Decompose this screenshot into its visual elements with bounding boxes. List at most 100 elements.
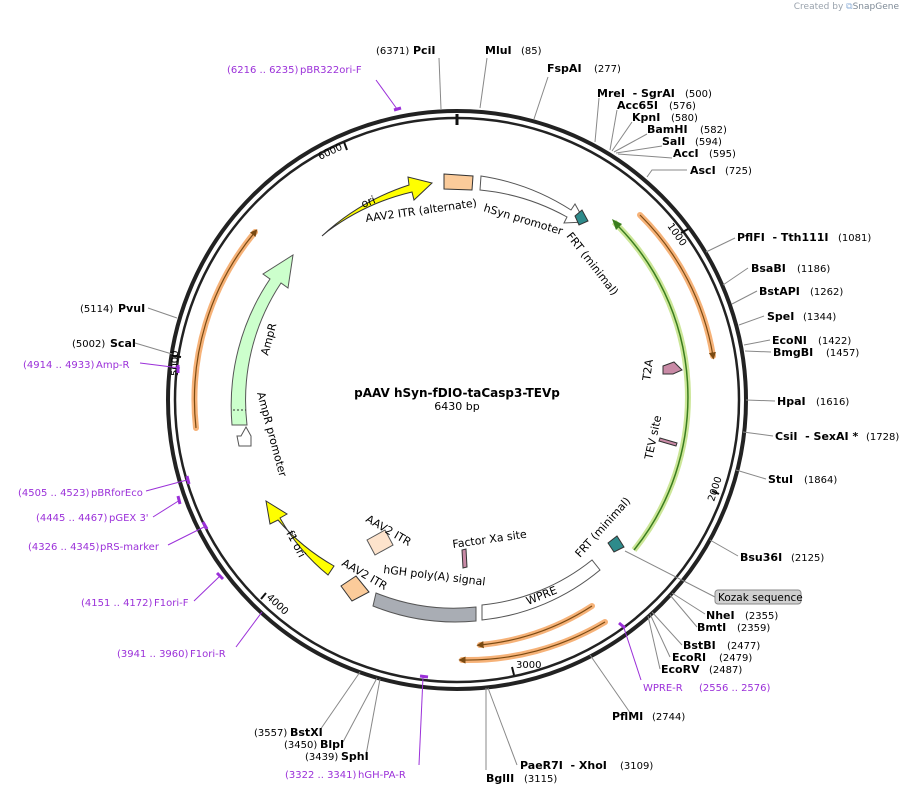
primer-name-hgh: hGH-PA-R — [358, 770, 406, 781]
site-name-bmti: BmtI — [697, 621, 726, 634]
leader-ecorv — [647, 615, 661, 670]
site-name-bstapi: BstAPI — [759, 285, 800, 298]
site-labels: (6371) PciI MluI (85) FspAI (277) MreI -… — [72, 44, 899, 785]
site-pos-asci: (725) — [725, 166, 752, 177]
primer-leader-pbr322ori — [375, 79, 398, 110]
tick-label-4000: 4000 — [264, 592, 290, 617]
leader-mlui — [479, 57, 488, 109]
feature-aav2-itr-lower — [340, 575, 370, 602]
feature-hsyn-promoter — [479, 175, 586, 224]
tick-4000 — [260, 592, 267, 600]
site-pos-sali: (594) — [695, 137, 722, 148]
feature-label-ampr: AmpR — [258, 321, 279, 356]
site-leaders — [134, 57, 776, 770]
insert-arrowhead-icon — [612, 219, 622, 230]
site-pos-sphi: (3439) — [305, 752, 338, 763]
feature-label-frt-top: FRT (minimal) — [564, 230, 621, 298]
tick-1000 — [680, 228, 689, 234]
feature-factor-xa-site — [461, 548, 468, 569]
leader-bsu36i — [709, 539, 739, 557]
orf-reverse-bottom-2-line — [458, 621, 606, 664]
primer-range-amp-r: (4914 .. 4933) — [23, 360, 95, 371]
site-pos-pflmi: (2744) — [652, 712, 685, 723]
site-name-sphi: SphI — [341, 750, 369, 763]
leader-stui — [735, 469, 767, 480]
site-pos-ecori: (2479) — [719, 653, 752, 664]
primer-mark-pbrforeco — [185, 475, 191, 485]
orf-reverse-bottom-1-line — [476, 605, 593, 649]
leader-asci — [646, 169, 687, 178]
leader-bmgbi — [744, 350, 772, 353]
site-pos-mlui: (85) — [521, 46, 542, 57]
primer-leader-ampr — [139, 362, 181, 369]
site-pos-paer7i-xhoi: (3109) — [620, 761, 653, 772]
site-name-csii-sexai: CsiI - SexAI * — [775, 430, 858, 443]
primer-name-f1ori-f: F1ori-F — [154, 598, 189, 609]
feature-aav2-itr-alt — [443, 173, 474, 191]
site-pos-econi: (1422) — [818, 336, 851, 347]
site-pos-spei: (1344) — [803, 312, 836, 323]
primer-range-wpre: (2556 .. 2576) — [699, 683, 771, 694]
leader-blpi — [342, 677, 378, 743]
site-pos-pvui: (5114) — [80, 304, 113, 315]
feature-ori — [321, 176, 434, 237]
primer-leader-pgex — [152, 499, 181, 518]
primer-name-amp-r: Amp-R — [96, 360, 130, 371]
site-name-paer7i-xhoi: PaeR7I - XhoI — [520, 759, 607, 772]
leader-pcii — [438, 57, 442, 110]
primer-name-wpre: WPRE-R — [643, 683, 683, 694]
kozak-label: Kozak sequence — [718, 592, 803, 604]
primer-range-pbr322ori: (6216 .. 6235) — [227, 65, 299, 76]
leader-econi — [743, 339, 771, 346]
site-name-bglii: BglII — [486, 772, 514, 785]
tick-6000 — [343, 141, 348, 151]
leader-spei — [738, 315, 765, 326]
feature-label-f1-ori: f1 ori — [283, 528, 308, 559]
primer-range-f1ori-f: (4151 .. 4172) — [81, 598, 153, 609]
feature-frt-bottom — [607, 535, 625, 553]
site-pos-bstbi: (2477) — [727, 641, 760, 652]
feature-label-t2a: T2A — [640, 358, 656, 382]
leader-scai — [134, 342, 173, 355]
site-name-pflmi: PflMI — [612, 710, 643, 723]
site-name-spei: SpeI — [767, 310, 794, 323]
site-pos-blpi: (3450) — [284, 740, 317, 751]
feature-t2a — [662, 361, 683, 375]
site-name-bmgbi: BmgBI — [773, 346, 813, 359]
feature-ampr-promoter — [236, 425, 252, 447]
site-pos-csii-sexai: (1728) — [866, 432, 899, 443]
site-pos-bstxi: (3557) — [254, 728, 287, 739]
primer-mark-pbr322ori — [393, 106, 402, 112]
site-name-sali: SalI — [662, 135, 685, 148]
leader-bmti — [669, 594, 698, 628]
site-pos-pcii: (6371) — [376, 46, 409, 57]
site-name-pflfi: PflFI - Tth111I — [737, 231, 829, 244]
leader-nhei — [671, 592, 706, 615]
site-name-mlui: MluI — [485, 44, 512, 57]
site-name-hpai: HpaI — [777, 395, 806, 408]
orfs — [191, 212, 716, 664]
feature-label-frt-bottom: FRT (minimal) — [573, 495, 634, 560]
primer-labels: (6216 .. 6235) pBR322ori-F (4914 .. 4933… — [18, 65, 771, 781]
site-pos-acc65i: (576) — [669, 101, 696, 112]
tick-label-5000: 5000 — [170, 351, 181, 376]
primer-leader-f1ori-r — [235, 611, 263, 648]
site-pos-pflfi: (1081) — [838, 233, 871, 244]
site-name-bsabi: BsaBI — [751, 262, 786, 275]
leader-bsabi — [722, 267, 749, 286]
map-subtitle: 6430 bp — [434, 400, 479, 413]
site-name-stui: StuI — [768, 473, 793, 486]
primer-name-pbrforeco: pBRforEco — [91, 488, 143, 499]
feature-label-ori: ori — [359, 193, 377, 210]
primer-range-prs: (4326 .. 4345) — [28, 542, 100, 553]
primer-range-hgh: (3322 .. 3341) — [285, 770, 357, 781]
leader-bstbi — [651, 611, 683, 646]
feature-aav2-itr-inner — [366, 529, 394, 556]
insert-region — [611, 219, 691, 552]
map-title: pAAV hSyn-fDIO-taCasp3-TEVp — [354, 386, 560, 400]
leader-bstapi — [731, 290, 758, 305]
kozak-badge — [714, 589, 802, 605]
site-name-ecori: EcoRI — [672, 651, 706, 664]
feature-frt-top — [574, 209, 589, 226]
